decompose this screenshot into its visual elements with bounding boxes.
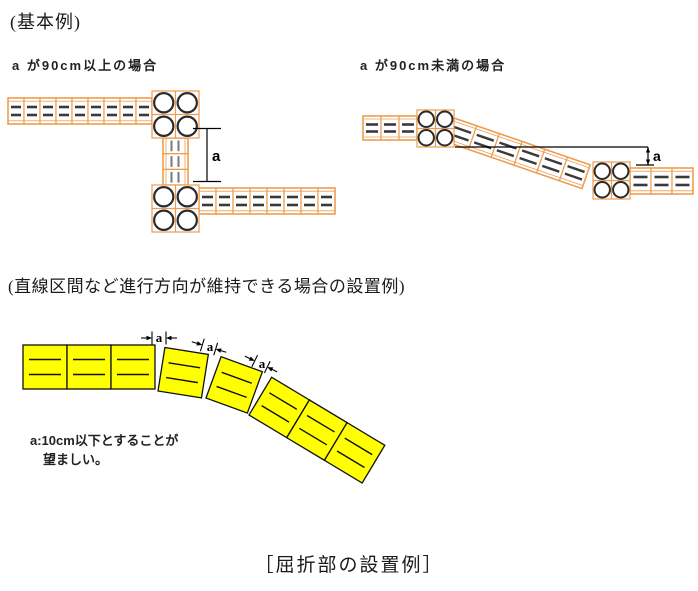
basic-left-diagram: a	[6, 89, 337, 234]
directional-strip-vertical	[162, 137, 189, 187]
warning-block-lower	[150, 183, 201, 234]
guide-tile	[66, 344, 112, 390]
guide-tile-group-rotated	[248, 376, 386, 484]
guide-tile-rotated	[157, 346, 210, 399]
curve-section-heading: (直線区間など進行方向が維持できる場合の設置例)	[8, 277, 405, 296]
directional-strip-bottom	[197, 186, 337, 216]
dimension-note: a:10cm以下とすることが 望ましい。	[30, 431, 178, 469]
warning-block-lower	[592, 161, 631, 200]
basic-right-diagram: a	[361, 109, 695, 200]
gap-label-3: a	[259, 356, 266, 371]
warning-block-upper	[150, 89, 201, 140]
dimension-a-right: a	[455, 146, 661, 166]
directional-strip-left	[361, 114, 419, 142]
right-diagram-label: a が90cm未満の場合	[360, 58, 507, 73]
guide-tile	[110, 344, 156, 390]
gap-label-1: a	[156, 330, 163, 345]
dimension-note-line2: 望ましい。	[43, 452, 109, 467]
guide-tile-rotated	[205, 355, 264, 414]
gap-label-2: a	[207, 339, 214, 354]
basic-example-heading: (基本例)	[10, 12, 81, 32]
figure-caption: ［屈折部の設置例］	[254, 555, 444, 576]
warning-block-upper	[416, 109, 455, 148]
directional-strip-right	[628, 166, 695, 196]
dimension-note-line1: a:10cm以下とすることが	[30, 433, 179, 448]
directional-strip-diagonal	[444, 116, 592, 190]
left-diagram-label: a が90cm以上の場合	[12, 58, 159, 73]
curve-diagram: a a a	[22, 330, 386, 484]
dimension-a-left-label: a	[212, 148, 221, 165]
dimension-a-left: a	[193, 127, 221, 183]
directional-strip-top	[6, 96, 154, 126]
guide-tile	[22, 344, 68, 390]
dimension-a-right-label: a	[653, 148, 661, 164]
